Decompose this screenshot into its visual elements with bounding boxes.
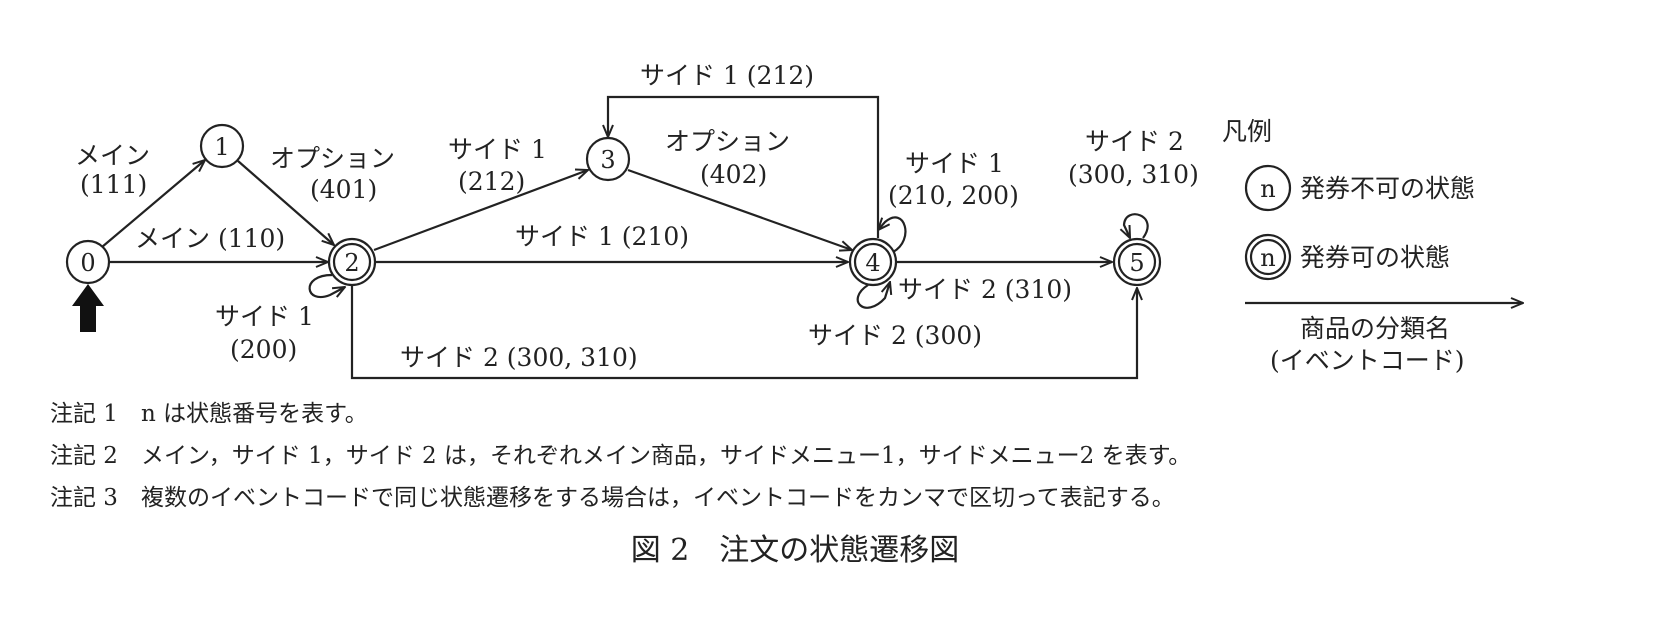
label-4-4a-name: サイド 1 xyxy=(905,149,1004,178)
label-0-1-code: (111) xyxy=(80,170,147,199)
label-5-5-name: サイド 2 xyxy=(1085,127,1184,156)
state-3: 3 xyxy=(585,136,631,182)
legend-node-symbol: n xyxy=(1260,175,1275,203)
label-4-5: サイド 2 (310) xyxy=(898,275,1072,304)
label-4-4a-code: (210, 200) xyxy=(888,181,1019,210)
edge-4-4-loop-top xyxy=(878,216,907,253)
label-2-5: サイド 2 (300, 310) xyxy=(400,343,638,372)
label-2-3-name: サイド 1 xyxy=(448,135,547,164)
label-0-1-name: メイン xyxy=(75,141,150,170)
state-2: 2 xyxy=(327,237,377,287)
state-0: 0 xyxy=(65,239,111,285)
state-1: 1 xyxy=(199,123,245,169)
edge-4-3 xyxy=(608,95,880,238)
svg-text:1: 1 xyxy=(214,133,229,161)
legend-node-symbol-double: n xyxy=(1260,244,1275,272)
note-3: 注記 3 複数のイベントコードで同じ状態遷移をする場合は，イベントコードをカンマ… xyxy=(50,485,1175,511)
svg-text:0: 0 xyxy=(80,249,95,277)
label-0-2: メイン (110) xyxy=(135,224,285,253)
label-2-3-code: (212) xyxy=(458,167,525,196)
label-1-2-code: (401) xyxy=(310,175,377,204)
svg-text:3: 3 xyxy=(600,146,615,174)
edge-2-3 xyxy=(373,170,588,252)
note-2: 注記 2 メイン，サイド 1，サイド 2 は，それぞれメイン商品，サイドメニュー… xyxy=(50,443,1191,469)
label-3-4-name: オプション xyxy=(665,127,790,156)
legend-title: 凡例 xyxy=(1222,117,1272,146)
label-4-3: サイド 1 (212) xyxy=(640,61,814,90)
label-1-2-name: オプション xyxy=(270,144,395,173)
legend-arrow-label-1: 商品の分類名 xyxy=(1300,314,1450,343)
legend-non-issuable: 発券不可の状態 xyxy=(1300,174,1475,203)
legend-arrow-label-2: (イベントコード) xyxy=(1270,346,1465,375)
edge-3-4 xyxy=(627,168,852,250)
label-2-4: サイド 1 (210) xyxy=(515,222,689,251)
start-arrow-icon xyxy=(72,284,104,332)
figure-caption: 図 2 注文の状態遷移図 xyxy=(631,533,960,568)
legend-issuable: 発券可の状態 xyxy=(1300,243,1450,272)
edge-0-1 xyxy=(101,160,205,248)
label-2-2-name: サイド 1 xyxy=(215,302,314,331)
svg-text:5: 5 xyxy=(1129,249,1144,277)
label-2-2-code: (200) xyxy=(230,335,297,364)
svg-text:2: 2 xyxy=(344,249,359,277)
edge-1-2 xyxy=(237,160,334,245)
state-4: 4 xyxy=(848,237,898,287)
note-1: 注記 1 n は状態番号を表す。 xyxy=(50,401,368,427)
label-5-5-code: (300, 310) xyxy=(1068,160,1199,189)
state-5: 5 xyxy=(1112,237,1162,287)
label-3-4-code: (402) xyxy=(700,160,767,189)
label-4-4b: サイド 2 (300) xyxy=(808,321,982,350)
svg-text:4: 4 xyxy=(865,249,880,277)
edge-5-5-loop xyxy=(1124,213,1149,238)
edge-4-4-loop-bottom xyxy=(856,282,890,309)
edge-2-2-loop xyxy=(308,273,345,298)
legend: 凡例 n 発券不可の状態 n 発券可の状態 商品の分類名 (イベントコード) xyxy=(1222,117,1523,375)
edge-2-5 xyxy=(350,286,1137,380)
